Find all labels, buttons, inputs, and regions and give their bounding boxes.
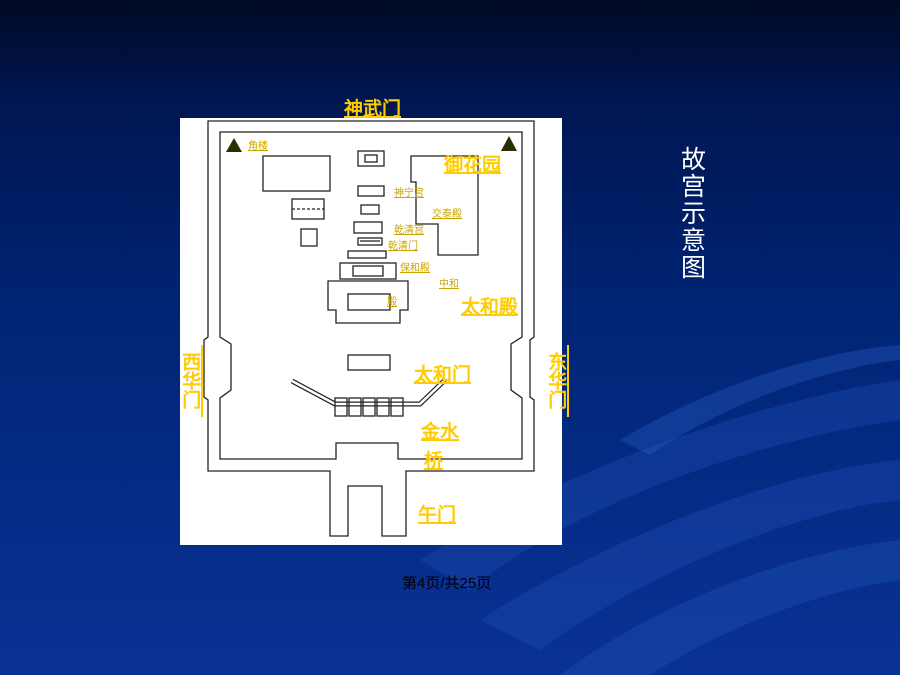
label-qianqing-men: 乾清门 xyxy=(388,241,418,252)
label-zhonghe: 中和 xyxy=(439,279,459,290)
slide-title: 故宫示意图 xyxy=(677,146,707,281)
label-qianqing-gong: 乾清宫 xyxy=(394,225,424,236)
label-wu-men: 午门 xyxy=(418,504,457,526)
label-corner-tower: 角楼 xyxy=(248,141,268,152)
label-donghua-men: 东华门 xyxy=(545,352,568,409)
label-baohe-dian: 保和殿 xyxy=(400,263,430,274)
label-shenwu-men: 神武门 xyxy=(344,98,402,120)
map-plan-drawing xyxy=(203,120,535,537)
xihua-men-marker-line xyxy=(201,345,203,417)
label-taihe-men: 太和门 xyxy=(414,364,472,386)
label-imperial-garden: 御花园 xyxy=(444,154,502,176)
label-jiaotai-dian: 交泰殿 xyxy=(432,209,462,220)
forbidden-city-map: 角楼 神宁宫 交泰殿 乾清宫 乾清门 保和殿 中和 殿 xyxy=(180,118,562,545)
label-jinshui-qiao-1: 金水 xyxy=(421,421,460,443)
page-indicator: 第4页/共25页 xyxy=(402,575,492,592)
donghua-men-marker-line xyxy=(567,345,569,417)
corner-tower-marker-east xyxy=(501,136,517,151)
label-jinshui-qiao-2: 桥 xyxy=(424,450,444,472)
corner-tower-marker-west xyxy=(226,138,242,152)
label-dian: 殿 xyxy=(387,297,397,308)
label-shenxian-gong: 神宁宫 xyxy=(394,188,424,199)
label-xihua-men: 西华门 xyxy=(179,352,202,409)
label-taihe-dian: 太和殿 xyxy=(461,296,519,318)
